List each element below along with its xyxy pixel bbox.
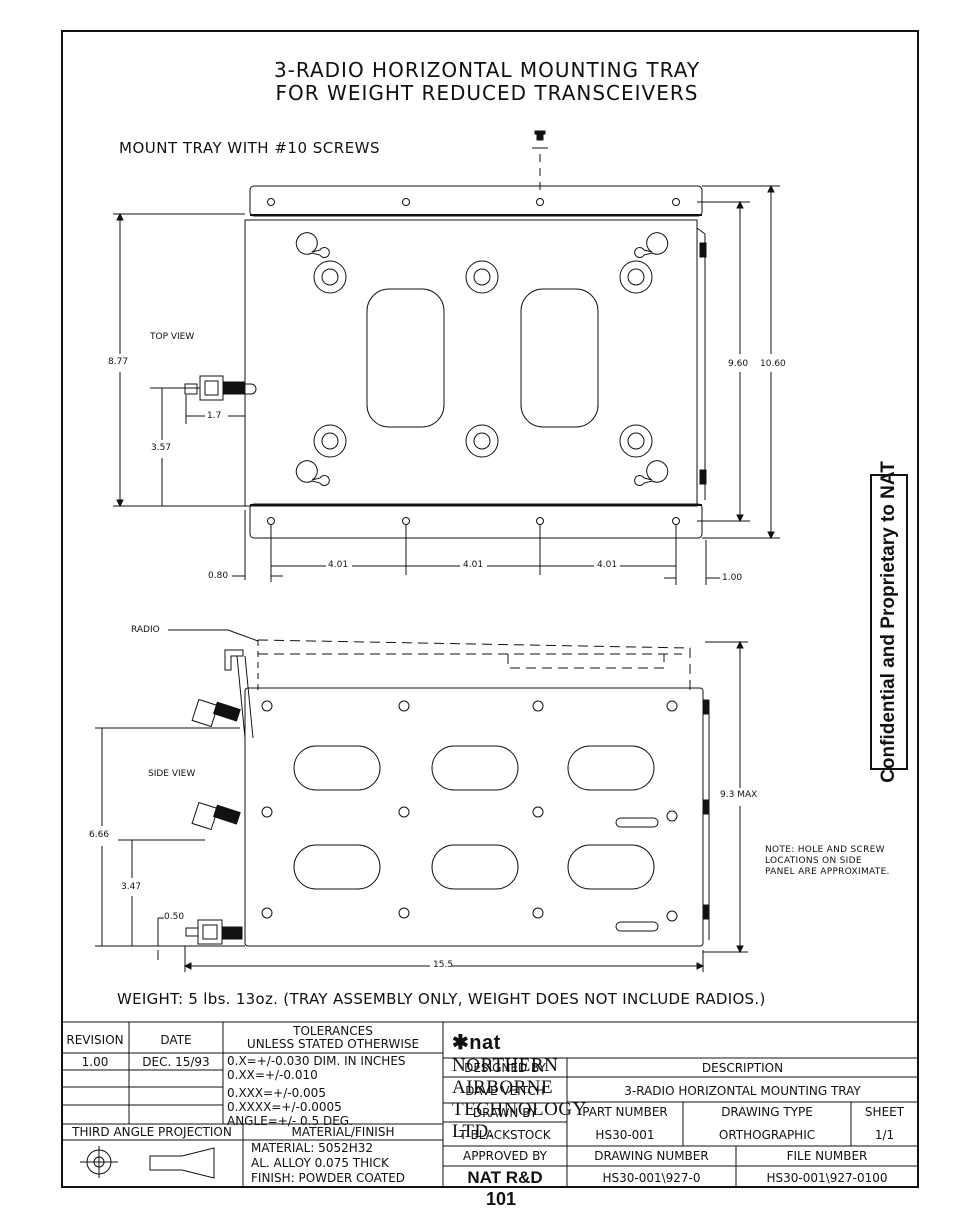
keyhole-slot [634, 232, 669, 258]
nat-logo-text: nat [469, 1032, 501, 1054]
drawing-title-line-1: 3-RADIO HORIZONTAL MOUNTING TRAY [273, 58, 701, 82]
nat-logo: ✱nat [452, 1032, 501, 1054]
dim-15-5: 15.5 [433, 960, 454, 970]
approved-by-label: APPROVED BY [462, 1149, 547, 1163]
confidential-stamp: Confidential and Proprietary to NAT [870, 461, 908, 783]
mounting-holes [313, 260, 653, 458]
dim-8-77: 8.77 [108, 357, 129, 367]
note-line: PANEL ARE APPROXIMATE. [765, 867, 890, 877]
tolerance-line: ANGLE=+/- 0.5 DEG. [227, 1114, 353, 1128]
approved-by-value: NAT R&D [467, 1167, 543, 1187]
material-line: MATERIAL: 5052H32 [251, 1141, 374, 1155]
dim-4-01-b: 4.01 [463, 560, 484, 570]
drawing-number-value: HS30-001\927-0 [602, 1170, 701, 1185]
dim-1-00: 1.00 [722, 573, 743, 583]
side-connectors [185, 698, 243, 945]
keyhole-slot [634, 460, 669, 486]
tolerance-line: 0.X=+/-0.030 DIM. IN INCHES [227, 1054, 406, 1068]
tolerances-subheader: UNLESS STATED OTHERWISE [246, 1037, 420, 1051]
drawn-by-label: DRAWN BY [472, 1105, 538, 1120]
tolerance-line: 0.XXX=+/-0.005 [227, 1086, 326, 1100]
note-line: LOCATIONS ON SIDE [765, 856, 862, 866]
dim-6-66: 6.66 [89, 830, 110, 840]
top-flange [249, 185, 703, 217]
dim-9-3-suffix: MAX [737, 790, 758, 800]
material-header: MATERIAL/FINISH [291, 1125, 395, 1139]
connector-stud [184, 375, 257, 401]
screw-symbol [532, 130, 548, 190]
mount-note: MOUNT TRAY WITH #10 SCREWS [119, 139, 381, 157]
company-brand: ✱nat NORTHERN AIRBORNE TECHNOLOGY LTD. [452, 1030, 586, 1143]
file-number-label: FILE NUMBER [786, 1149, 868, 1163]
title-block-grid [61, 1021, 918, 1188]
drawing-title-line-2: FOR WEIGHT REDUCED TRANSCEIVERS [275, 81, 699, 105]
dim-3-57: 3.57 [151, 443, 172, 453]
panel-screws [261, 700, 678, 922]
drawn-by-value: T BLACKSTOCK [459, 1128, 551, 1142]
description-label: DESCRIPTION [701, 1060, 784, 1075]
dim-9-3-value: 9.3 [720, 790, 735, 800]
designed-by-label: DESIGNED BY [464, 1060, 546, 1075]
dim-0-80: 0.80 [208, 571, 229, 581]
dim-3-47: 3.47 [121, 882, 142, 892]
revision-header: REVISION [66, 1033, 124, 1047]
revision-value: 1.00 [81, 1055, 109, 1069]
dim-1-7: 1.7 [207, 411, 222, 421]
radio-label: RADIO [131, 625, 160, 635]
date-header: DATE [160, 1033, 192, 1047]
company-name: NORTHERN AIRBORNE TECHNOLOGY LTD. [452, 1055, 587, 1142]
projection-label: THIRD ANGLE PROJECTION [72, 1125, 232, 1139]
keyhole-slot [295, 460, 330, 486]
drawing-type-label: DRAWING TYPE [721, 1105, 813, 1119]
side-panel [244, 687, 704, 947]
sheet-label: SHEET [864, 1105, 905, 1119]
page-number: 101 [486, 1189, 517, 1209]
side-view-label: SIDE VIEW [148, 769, 196, 779]
keyhole-slot [295, 232, 330, 258]
top-view [113, 130, 780, 585]
tolerances-list: 0.X=+/-0.030 DIM. IN INCHES 0.XX=+/-0.01… [227, 1054, 406, 1128]
dim-4-01-a: 4.01 [328, 560, 349, 570]
tolerance-line: 0.XXXX=+/-0.0005 [227, 1100, 342, 1114]
date-value: DEC. 15/93 [142, 1055, 210, 1069]
tolerance-line: 0.XX=+/-0.010 [227, 1068, 318, 1082]
confidential-text: Confidential and Proprietary to NAT [878, 461, 899, 783]
drawing-type-value: ORTHOGRAPHIC [718, 1128, 816, 1142]
side-cutouts [293, 745, 659, 932]
cutout [366, 288, 445, 428]
tray-plate [244, 219, 698, 507]
drawing-frame [61, 30, 919, 1188]
dim-9-3-max: 9.3 MAX [720, 790, 757, 800]
dim-4-01-c: 4.01 [597, 560, 618, 570]
cutout [520, 288, 599, 428]
bottom-flange [249, 503, 703, 539]
designed-by-value: DAVE VEITCH [465, 1084, 545, 1098]
part-number-label: PART NUMBER [582, 1105, 668, 1119]
side-panel-note: NOTE: HOLE AND SCREW LOCATIONS ON SIDE P… [765, 845, 890, 878]
file-number-value: HS30-001\927-0100 [766, 1170, 888, 1185]
dim-9-60: 9.60 [728, 359, 749, 369]
description-value: 3-RADIO HORIZONTAL MOUNTING TRAY [624, 1084, 861, 1098]
material-line: AL. ALLOY 0.075 THICK [251, 1156, 389, 1170]
drawing-number-label: DRAWING NUMBER [594, 1149, 709, 1163]
material-list: MATERIAL: 5052H32 AL. ALLOY 0.075 THICK … [251, 1141, 405, 1186]
material-line: FINISH: POWDER COATED [251, 1171, 406, 1185]
dim-0-50: 0.50 [164, 912, 185, 922]
note-line: NOTE: HOLE AND SCREW [765, 845, 885, 855]
projection-symbol [80, 1146, 215, 1179]
weight-note: WEIGHT: 5 lbs. 13oz. (TRAY ASSEMBLY ONLY… [117, 990, 766, 1008]
dim-10-60: 10.60 [760, 359, 786, 369]
top-view-label: TOP VIEW [150, 332, 195, 342]
tolerances-header: TOLERANCES [293, 1024, 373, 1038]
sheet-value: 1/1 [874, 1128, 895, 1142]
side-view [95, 629, 748, 972]
part-number-value: HS30-001 [595, 1128, 655, 1142]
